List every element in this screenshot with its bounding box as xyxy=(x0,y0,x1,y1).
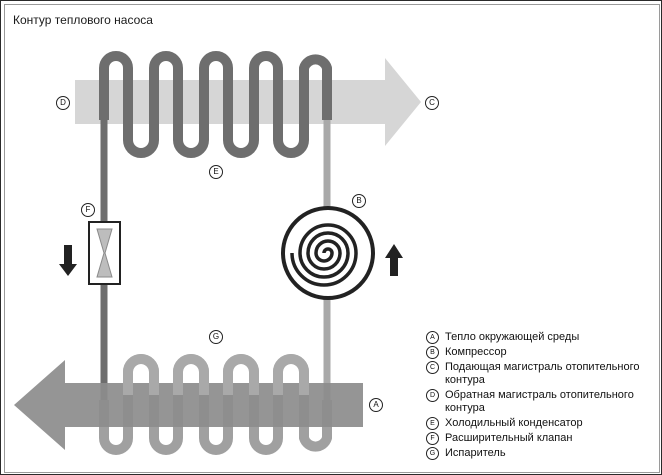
expansion-valve-symbol xyxy=(96,228,113,278)
marker-g: G xyxy=(209,330,223,344)
ambient-heat-arrow xyxy=(14,360,363,450)
legend: A Тепло окружающей среды B Компрессор C … xyxy=(424,331,656,462)
flow-up-arrow xyxy=(385,244,403,276)
compressor-spiral xyxy=(290,223,358,287)
legend-marker-d: D xyxy=(426,389,439,402)
legend-label-e: Холодильный конденсатор xyxy=(445,417,583,429)
marker-d: D xyxy=(56,96,70,110)
legend-marker-c: C xyxy=(426,361,439,374)
compressor-outer xyxy=(281,206,375,300)
marker-f: F xyxy=(81,203,95,217)
legend-label-a: Тепло окружающей среды xyxy=(445,331,580,343)
legend-item-a: A Тепло окружающей среды xyxy=(424,331,656,344)
legend-label-g: Испаритель xyxy=(445,447,506,459)
legend-item-b: B Компрессор xyxy=(424,346,656,359)
legend-item-g: G Испаритель xyxy=(424,447,656,460)
legend-marker-f: F xyxy=(426,432,439,445)
marker-e: E xyxy=(209,165,223,179)
legend-marker-e: E xyxy=(426,417,439,430)
flow-down-arrow xyxy=(59,245,77,276)
condenser-coil xyxy=(99,51,332,158)
heating-flow-arrow xyxy=(75,58,421,146)
legend-item-f: F Расширительный клапан xyxy=(424,432,656,445)
diagram-title: Контур теплового насоса xyxy=(13,13,153,27)
legend-label-f: Расширительный клапан xyxy=(445,432,573,444)
legend-label-c: Подающая магистраль отопительного контур… xyxy=(445,361,640,386)
legend-marker-a: A xyxy=(426,331,439,344)
marker-a: A xyxy=(369,398,383,412)
marker-c: C xyxy=(425,96,439,110)
legend-label-d: Обратная магистраль отопительного контур… xyxy=(445,389,634,414)
marker-b: B xyxy=(352,194,366,208)
legend-marker-g: G xyxy=(426,447,439,460)
legend-item-c: C Подающая магистраль отопительного конт… xyxy=(424,361,656,387)
legend-item-e: E Холодильный конденсатор xyxy=(424,417,656,430)
diagram-inner-border xyxy=(4,4,660,473)
legend-item-d: D Обратная магистраль отопительного конт… xyxy=(424,389,656,415)
legend-label-b: Компрессор xyxy=(445,346,507,358)
legend-marker-b: B xyxy=(426,346,439,359)
evaporator-coil-front xyxy=(123,354,309,395)
